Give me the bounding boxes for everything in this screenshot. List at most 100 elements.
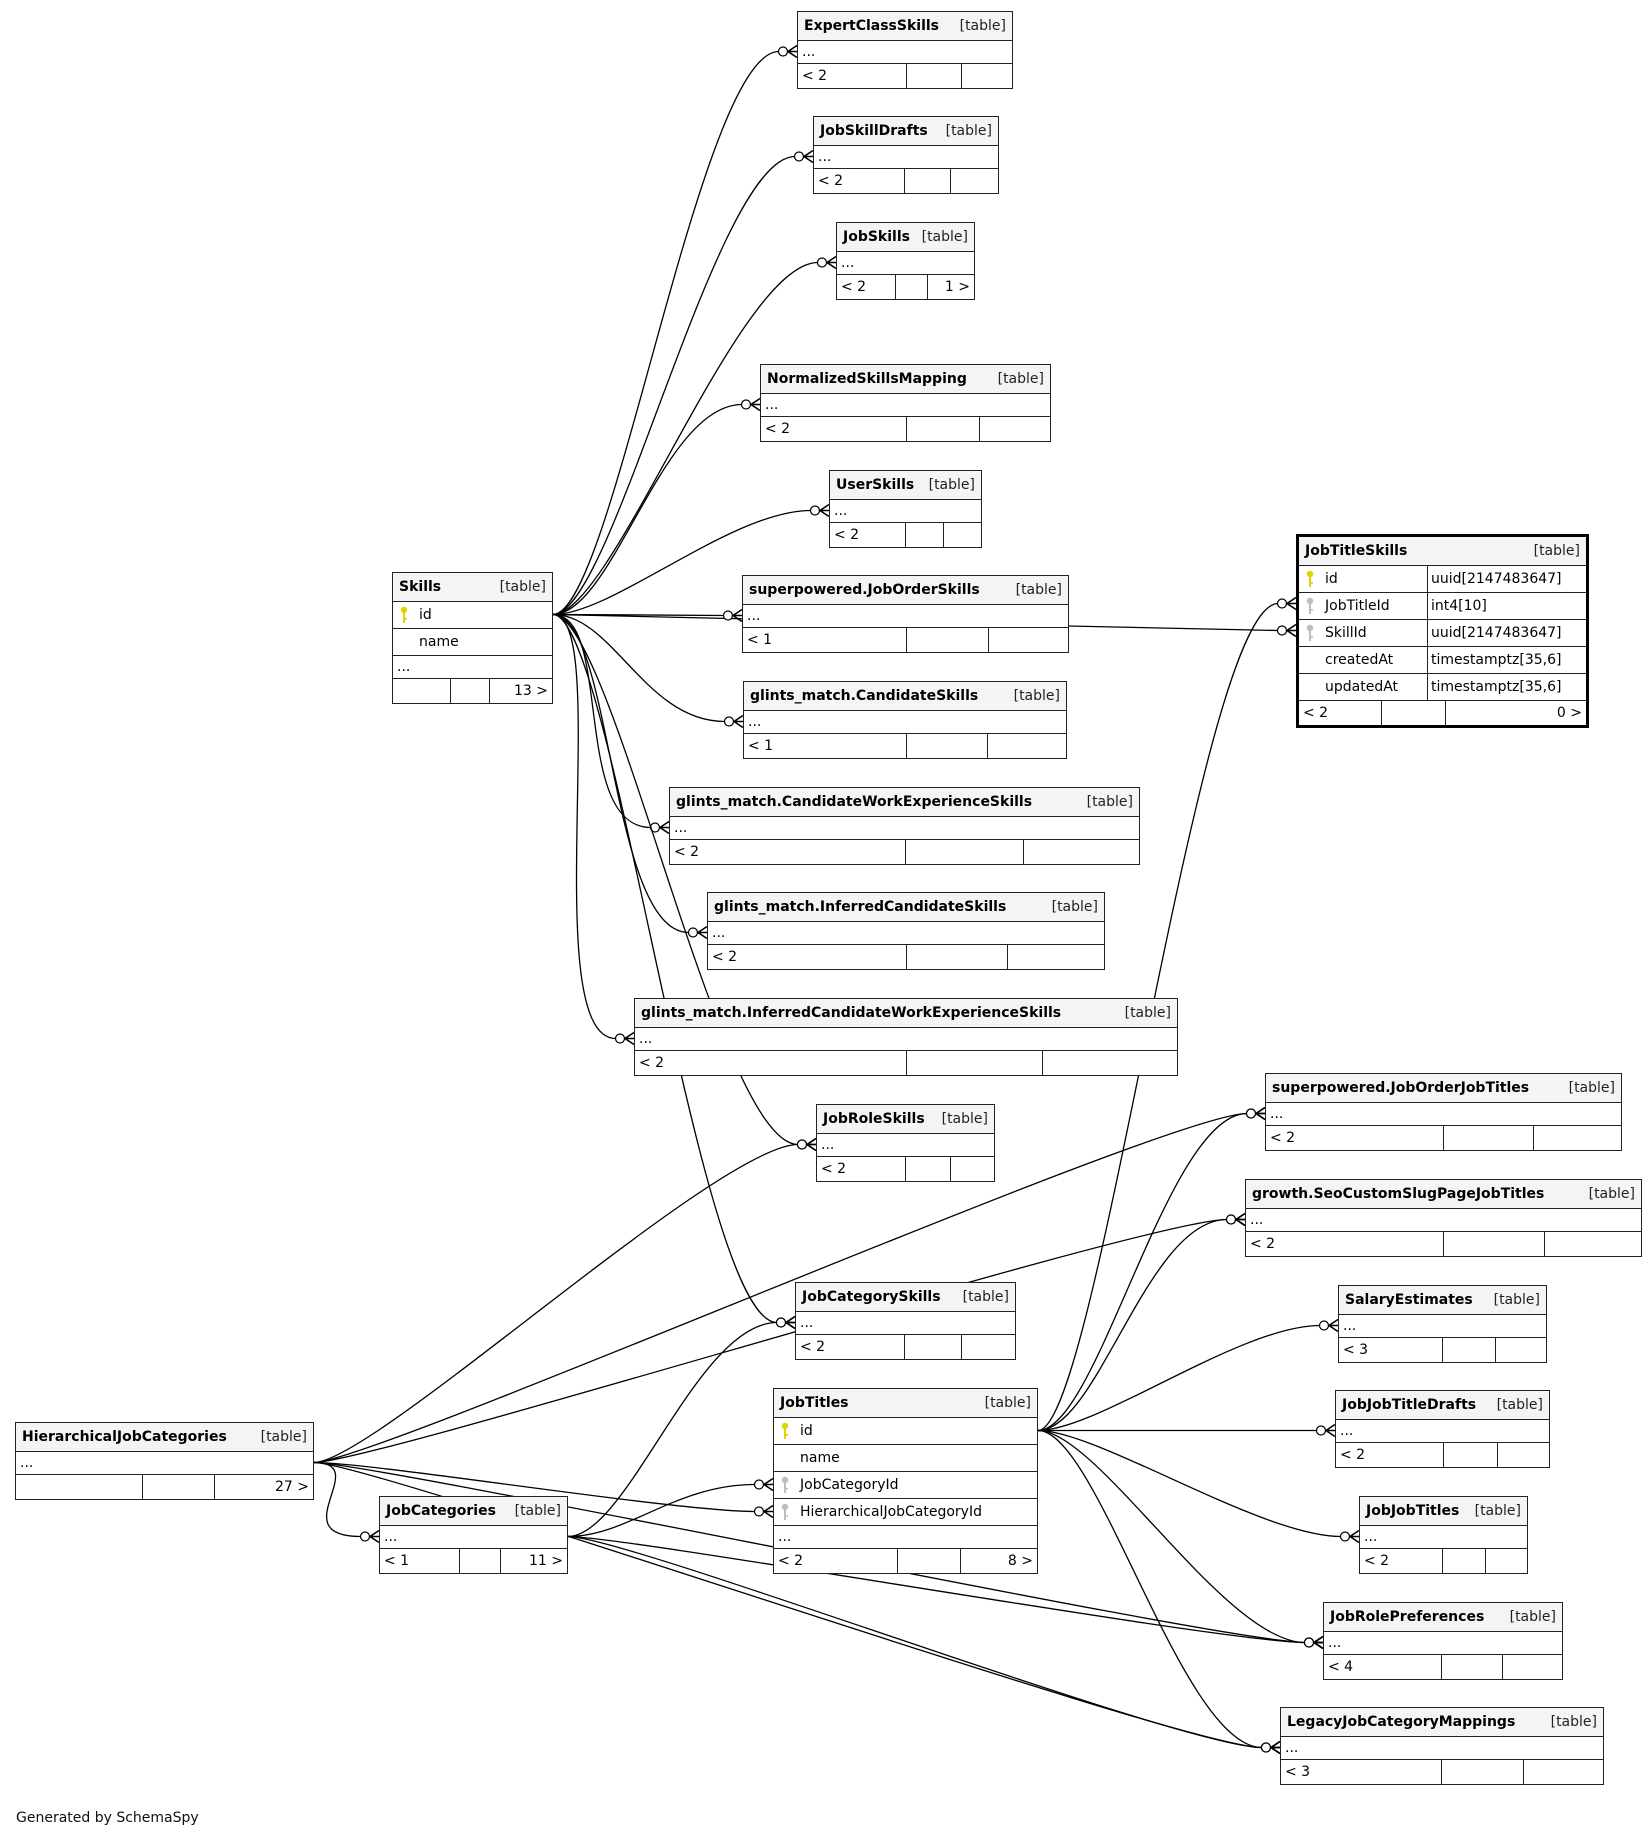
table-hierarchical-job-categories[interactable]: HierarchicalJobCategories[table]...27 > <box>15 1422 314 1500</box>
more-columns-ellipsis[interactable]: ... <box>380 1526 567 1549</box>
table-candidate-work-experience-skills[interactable]: glints_match.CandidateWorkExperienceSkil… <box>669 787 1140 865</box>
table-name[interactable]: HierarchicalJobCategories <box>22 1429 227 1445</box>
more-columns-ellipsis[interactable]: ... <box>774 1526 1037 1549</box>
table-header[interactable]: ExpertClassSkills[table] <box>798 12 1012 41</box>
table-header[interactable]: growth.SeoCustomSlugPageJobTitles[table] <box>1246 1180 1641 1209</box>
table-header[interactable]: glints_match.CandidateWorkExperienceSkil… <box>670 788 1139 817</box>
table-job-order-job-titles[interactable]: superpowered.JobOrderJobTitles[table]...… <box>1265 1073 1622 1151</box>
parents-count[interactable]: < 4 <box>1328 1659 1354 1675</box>
more-columns-ellipsis[interactable]: ... <box>393 656 552 679</box>
table-name[interactable]: JobJobTitleDrafts <box>1342 1397 1477 1413</box>
parents-count[interactable]: < 2 <box>712 949 738 965</box>
table-name[interactable]: JobCategorySkills <box>802 1289 941 1305</box>
table-job-skill-drafts[interactable]: JobSkillDrafts[table]...< 2 <box>813 116 999 194</box>
parents-count[interactable]: < 2 <box>1303 705 1329 721</box>
table-seo-custom-slug-page-job-titles[interactable]: growth.SeoCustomSlugPageJobTitles[table]… <box>1245 1179 1642 1257</box>
table-name[interactable]: ExpertClassSkills <box>804 18 940 34</box>
table-job-order-skills[interactable]: superpowered.JobOrderSkills[table]... < 1 <box>742 575 1069 653</box>
table-header[interactable]: glints_match.InferredCandidateSkills[tab… <box>708 893 1104 922</box>
table-inferred-candidate-skills[interactable]: glints_match.InferredCandidateSkills[tab… <box>707 892 1105 970</box>
column-row[interactable]: HierarchicalJobCategoryId <box>774 1499 1037 1526</box>
table-name[interactable]: JobRolePreferences <box>1330 1609 1485 1625</box>
table-name[interactable]: glints_match.CandidateWorkExperienceSkil… <box>676 794 1033 810</box>
parents-count[interactable]: < 2 <box>802 68 828 84</box>
parents-count[interactable]: < 2 <box>841 279 867 295</box>
table-header[interactable]: JobJobTitleDrafts[table] <box>1336 1391 1549 1420</box>
table-name[interactable]: superpowered.JobOrderSkills <box>749 582 980 598</box>
table-name[interactable]: JobSkillDrafts <box>820 123 928 139</box>
more-columns-ellipsis[interactable]: ... <box>1336 1420 1549 1443</box>
table-name[interactable]: SalaryEstimates <box>1345 1292 1473 1308</box>
column-row[interactable]: name <box>393 629 552 656</box>
table-name[interactable]: glints_match.InferredCandidateWorkExperi… <box>641 1005 1062 1021</box>
table-name[interactable]: JobTitleSkills <box>1305 543 1408 559</box>
table-header[interactable]: JobCategorySkills[table] <box>796 1283 1015 1312</box>
table-name[interactable]: JobSkills <box>843 229 910 245</box>
table-inferred-candidate-work-experience-skills[interactable]: glints_match.InferredCandidateWorkExperi… <box>634 998 1178 1076</box>
table-header[interactable]: JobRolePreferences[table] <box>1324 1603 1562 1632</box>
table-header[interactable]: JobTitles[table] <box>774 1389 1037 1418</box>
parents-count[interactable]: < 1 <box>747 632 773 648</box>
table-header[interactable]: UserSkills[table] <box>830 471 981 500</box>
table-header[interactable]: JobTitleSkills[table] <box>1299 537 1586 566</box>
table-name[interactable]: superpowered.JobOrderJobTitles <box>1272 1080 1530 1096</box>
parents-count[interactable]: < 2 <box>639 1055 665 1071</box>
parents-count[interactable]: < 2 <box>821 1161 847 1177</box>
more-columns-ellipsis[interactable]: ... <box>1360 1526 1527 1549</box>
table-job-role-preferences[interactable]: JobRolePreferences[table]...< 4 <box>1323 1602 1563 1680</box>
table-user-skills[interactable]: UserSkills[table]... < 2 <box>829 470 982 548</box>
parents-count[interactable]: < 2 <box>1270 1130 1296 1146</box>
more-columns-ellipsis[interactable]: ... <box>830 500 981 523</box>
children-count[interactable]: 27 > <box>214 1475 313 1499</box>
parents-count[interactable]: < 1 <box>384 1553 410 1569</box>
table-header[interactable]: JobCategories[table] <box>380 1497 567 1526</box>
parents-count[interactable]: < 2 <box>800 1339 826 1355</box>
children-count[interactable]: 13 > <box>489 679 552 703</box>
table-name[interactable]: LegacyJobCategoryMappings <box>1287 1714 1516 1730</box>
column-row[interactable]: JobCategoryId <box>774 1472 1037 1499</box>
table-job-category-skills[interactable]: JobCategorySkills[table]... < 2 <box>795 1282 1016 1360</box>
table-normalized-skills-mapping[interactable]: NormalizedSkillsMapping[table]...< 2 <box>760 364 1051 442</box>
more-columns-ellipsis[interactable]: ... <box>1266 1103 1621 1126</box>
table-name[interactable]: JobJobTitles <box>1366 1503 1460 1519</box>
more-columns-ellipsis[interactable]: ... <box>796 1312 1015 1335</box>
more-columns-ellipsis[interactable]: ... <box>16 1452 313 1475</box>
table-header[interactable]: NormalizedSkillsMapping[table] <box>761 365 1050 394</box>
table-header[interactable]: HierarchicalJobCategories[table] <box>16 1423 313 1452</box>
parents-count[interactable]: < 2 <box>818 173 844 189</box>
parents-count[interactable]: < 2 <box>834 527 860 543</box>
table-job-job-title-drafts[interactable]: JobJobTitleDrafts[table]... < 2 <box>1335 1390 1550 1468</box>
table-candidate-skills[interactable]: glints_match.CandidateSkills[table]...< … <box>743 681 1067 759</box>
parents-count[interactable]: < 2 <box>674 844 700 860</box>
more-columns-ellipsis[interactable]: ... <box>635 1028 1177 1051</box>
table-header[interactable]: JobJobTitles[table] <box>1360 1497 1527 1526</box>
table-name[interactable]: Skills <box>399 579 442 595</box>
table-name[interactable]: JobCategories <box>386 1503 496 1519</box>
table-header[interactable]: SalaryEstimates[table] <box>1339 1286 1546 1315</box>
children-count[interactable]: 0 > <box>1445 701 1586 725</box>
table-header[interactable]: glints_match.InferredCandidateWorkExperi… <box>635 999 1177 1028</box>
column-row[interactable]: name <box>774 1445 1037 1472</box>
table-job-role-skills[interactable]: JobRoleSkills[table]...< 2 <box>816 1104 995 1182</box>
more-columns-ellipsis[interactable]: ... <box>743 605 1068 628</box>
parents-count[interactable]: < 2 <box>1340 1447 1366 1463</box>
children-count[interactable]: 1 > <box>927 275 974 299</box>
parents-count[interactable]: < 2 <box>1250 1236 1276 1252</box>
table-header[interactable]: glints_match.CandidateSkills[table] <box>744 682 1066 711</box>
more-columns-ellipsis[interactable]: ... <box>814 146 998 169</box>
more-columns-ellipsis[interactable]: ... <box>1339 1315 1546 1338</box>
table-name[interactable]: UserSkills <box>836 477 915 493</box>
table-header[interactable]: JobRoleSkills[table] <box>817 1105 994 1134</box>
table-header[interactable]: superpowered.JobOrderSkills[table] <box>743 576 1068 605</box>
more-columns-ellipsis[interactable]: ... <box>1246 1209 1641 1232</box>
more-columns-ellipsis[interactable]: ... <box>744 711 1066 734</box>
more-columns-ellipsis[interactable]: ... <box>761 394 1050 417</box>
